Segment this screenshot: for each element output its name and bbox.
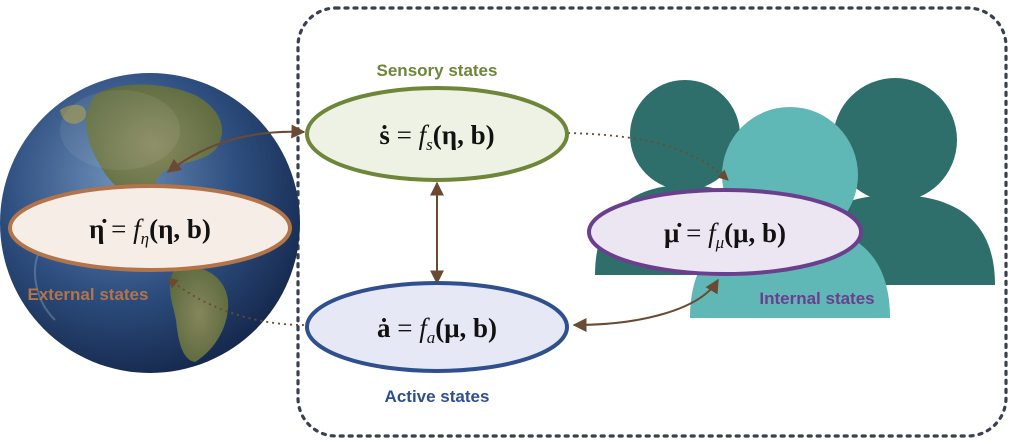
arrow-external-sensory: [166, 124, 306, 173]
state-arrows: [166, 124, 729, 332]
external-states-equation: η̇ = fη(η, b): [89, 214, 211, 248]
arrow-sensory-internal: [567, 132, 729, 181]
sensory-states-equation: ṡ = fs(η, b): [379, 120, 494, 154]
internal-states-node: [587, 188, 863, 276]
internal-states-label: Internal states: [759, 289, 874, 308]
sensory-states-node: [305, 86, 569, 182]
external-states-node: [8, 184, 292, 272]
arrow-active-external: [167, 277, 305, 326]
internal-states-equation: μ̇ = fμ(μ, b): [664, 218, 786, 252]
external-states-label: External states: [28, 285, 149, 304]
active-states-equation: ȧ = fa(μ, b): [377, 313, 497, 347]
active-states-node: [305, 281, 569, 373]
active-states-label: Active states: [385, 387, 490, 406]
sensory-states-label: Sensory states: [377, 61, 498, 80]
arrow-internal-active: [572, 278, 719, 332]
